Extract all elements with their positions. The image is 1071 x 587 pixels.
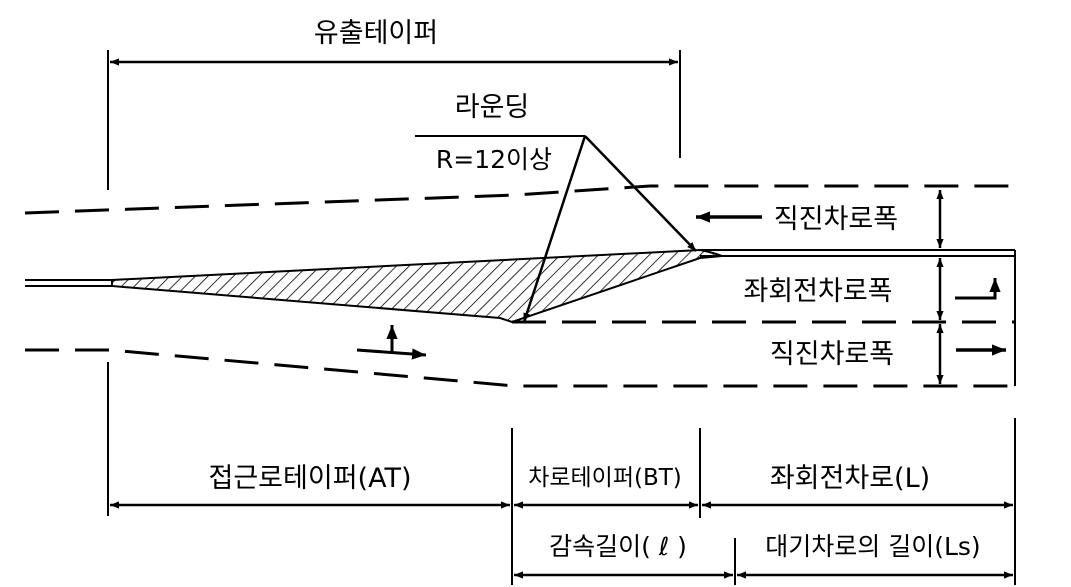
top-through-lane-edge xyxy=(24,184,1015,215)
taper-dimension-row: 접근로테이퍼(AT) 차로테이퍼(BT) 좌회전차로(L) xyxy=(110,463,1013,509)
length-dimension-row: 감속길이( ℓ ) 대기차로의 길이(Ls) xyxy=(514,532,1013,579)
storage-length-label: 대기차로의 길이(Ls) xyxy=(765,532,980,561)
rounding-radius-label: R=12이상 xyxy=(436,145,552,174)
rounding-label: 라운딩 xyxy=(455,92,530,123)
through-lane-width-bottom-label: 직진차로폭 xyxy=(770,339,894,370)
through-lane-width-top-label: 직진차로폭 xyxy=(774,204,898,235)
rounding-leader-right xyxy=(584,135,697,252)
hatched-median-taper xyxy=(111,248,723,324)
approach-taper-label: 접근로테이퍼(AT) xyxy=(209,463,412,494)
rounding-leader: 라운딩 R=12이상 xyxy=(415,92,697,323)
diverge-taper-dimension: 유출테이퍼 xyxy=(107,18,681,190)
left-turn-arrow-icon xyxy=(955,278,1001,300)
left-turn-lane-width-label: 좌회전차로폭 xyxy=(743,276,892,307)
diverge-taper-label: 유출테이퍼 xyxy=(314,18,438,49)
deceleration-length-label: 감속길이( ℓ ) xyxy=(549,532,687,561)
through-left-arrow-stem-icon xyxy=(356,348,427,360)
bottom-extension-lines xyxy=(107,362,1016,585)
lane-lines xyxy=(24,184,1016,388)
lane-taper-label: 차로테이퍼(BT) xyxy=(528,465,682,491)
traffic-arrows xyxy=(356,211,1006,360)
left-turn-lane-label: 좌회전차로(L) xyxy=(770,463,930,494)
lane-width-dimensions: 직진차로폭 좌회전차로폭 직진차로폭 xyxy=(743,190,944,384)
